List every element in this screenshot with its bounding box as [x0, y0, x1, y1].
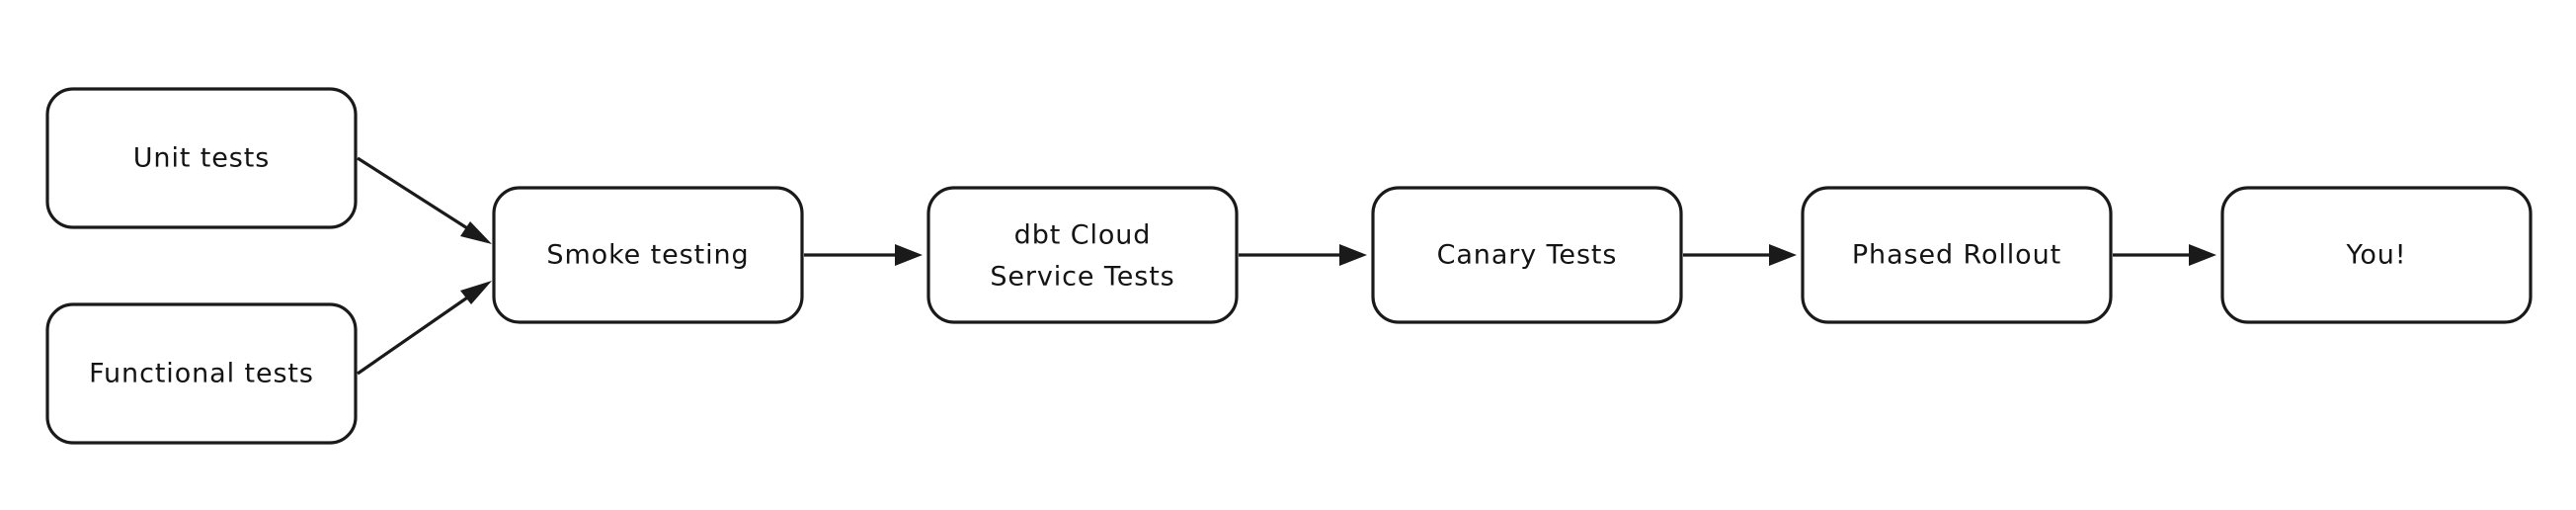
edge-canary-tests-to-phased-rollout — [1683, 244, 1797, 266]
arrowhead-icon — [1339, 244, 1367, 266]
node-shape[interactable] — [45, 87, 358, 229]
arrowhead-icon — [895, 244, 923, 266]
node-label-dbt-cloud: dbt Cloud — [1014, 220, 1152, 251]
node-you[interactable]: You! — [2220, 186, 2533, 324]
arrowhead-icon — [1769, 244, 1797, 266]
node-label-canary-tests: Canary Tests — [1437, 240, 1618, 271]
edge-line — [357, 156, 487, 242]
node-label-smoke-testing: Smoke testing — [546, 240, 749, 271]
node-smoke-testing[interactable]: Smoke testing — [492, 186, 804, 324]
arrowhead-icon — [460, 281, 492, 304]
node-phased-rollout[interactable]: Phased Rollout — [1801, 186, 2113, 324]
edge-dbt-cloud-service-tests-to-canary-tests — [1239, 244, 1367, 266]
edge-line — [357, 283, 487, 376]
edge-smoke-testing-to-dbt-cloud-service-tests — [804, 244, 923, 266]
node-functional-tests[interactable]: Functional tests — [45, 302, 358, 445]
node-unit-tests[interactable]: Unit tests — [45, 87, 358, 229]
arrowhead-icon — [460, 221, 492, 244]
node-shape[interactable] — [45, 302, 358, 445]
edge-unit-tests-to-smoke-testing — [357, 156, 492, 244]
node-label-service-tests: Service Tests — [990, 262, 1174, 293]
edge-functional-tests-to-smoke-testing — [357, 281, 492, 376]
node-label-unit-tests: Unit tests — [133, 143, 270, 174]
node-label-you: You! — [2346, 240, 2407, 271]
node-shape[interactable] — [2220, 186, 2533, 324]
node-label-phased-rollout: Phased Rollout — [1852, 240, 2061, 271]
node-shape[interactable] — [926, 186, 1239, 324]
node-canary-tests[interactable]: Canary Tests — [1371, 186, 1683, 324]
node-shape[interactable] — [1801, 186, 2113, 324]
node-label-functional-tests: Functional tests — [89, 359, 314, 389]
node-shape[interactable] — [492, 186, 804, 324]
node-dbt-cloud-service-tests[interactable]: dbt Cloud Service Tests — [926, 186, 1239, 324]
edge-phased-rollout-to-you — [2113, 244, 2216, 266]
node-shape[interactable] — [1371, 186, 1683, 324]
arrowhead-icon — [2189, 244, 2216, 266]
